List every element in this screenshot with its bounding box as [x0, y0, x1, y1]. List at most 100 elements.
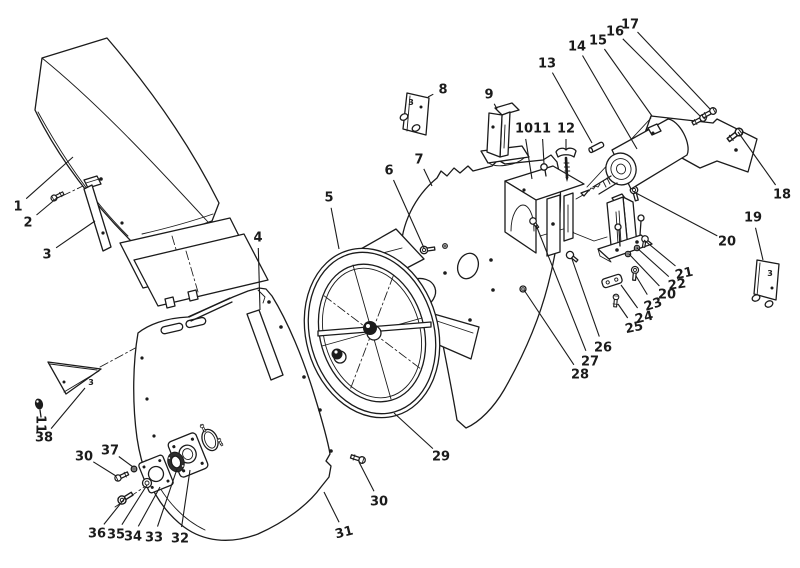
callout-label-25-25: 25	[624, 319, 645, 337]
callout-leader-21-20	[643, 239, 676, 267]
callout-leader-28-28	[523, 289, 575, 366]
callout-label-6-5: 6	[384, 164, 393, 179]
callout-leader-2-1	[36, 196, 59, 216]
callout-label-24-24: 24	[634, 309, 655, 328]
callout-label-30-31: 30	[370, 495, 388, 510]
gasket-oval	[199, 423, 225, 452]
callout-leader-14-13	[582, 55, 638, 150]
callout-label-5-4: 5	[324, 191, 333, 206]
callout-label-29-29: 29	[432, 450, 450, 465]
callout-leader-10-9	[525, 138, 533, 180]
washer-37	[130, 465, 138, 473]
part-stamp-0: 3	[408, 98, 414, 107]
callout-label-38-39: 38	[35, 431, 53, 446]
callout-label-20-22: 20	[658, 288, 676, 303]
callout-label-20-19: 20	[718, 235, 736, 250]
callout-label-30-30: 30	[75, 450, 93, 465]
starter-motor	[575, 118, 689, 200]
deflector-flap-lower	[133, 233, 269, 309]
impeller-hub	[331, 321, 382, 364]
callout-label-7-6: 7	[414, 153, 423, 168]
nut-35	[141, 477, 153, 489]
callout-leader-16-15	[622, 38, 701, 117]
chute-rod-3	[83, 184, 112, 252]
callout-leader-24-24	[620, 284, 639, 309]
callout-leader-5-4	[330, 207, 340, 250]
callout-leader-13-12	[551, 72, 593, 144]
callout-label-23-23: 23	[642, 295, 664, 315]
callout-leader-3-2	[55, 220, 96, 249]
callout-label-31-32: 31	[334, 524, 355, 543]
mount-knob-38	[34, 398, 44, 418]
callout-label-16-15: 16	[606, 25, 624, 40]
callout-label-37-38: 37	[101, 444, 119, 459]
support-bracket	[597, 193, 653, 263]
discharge-chute	[34, 37, 220, 252]
callout-leader-38-39	[50, 387, 86, 429]
callout-label-36-37: 36	[88, 527, 106, 542]
callout-leader-32-33	[181, 469, 191, 528]
mount-bracket-10	[504, 165, 585, 257]
callout-label-19-18: 19	[744, 211, 762, 226]
callout-label-18-17: 18	[773, 188, 791, 203]
bracket-19	[751, 259, 780, 308]
clevis-pin-13	[588, 141, 605, 154]
t-knob-12	[555, 147, 577, 182]
bearing-flange-assembly	[113, 423, 225, 507]
callout-label-3-2: 3	[42, 248, 51, 263]
callout-leader-7-6	[423, 168, 433, 187]
callout-leader-27-27	[535, 224, 587, 352]
callout-leader-34-35	[137, 486, 161, 527]
callout-leader-1-0	[25, 156, 74, 200]
callout-label-8-7: 8	[438, 83, 447, 98]
callout-leader-15-14	[603, 48, 653, 117]
callout-label-32-33: 32	[171, 532, 189, 547]
callout-label-34-35: 34	[124, 530, 142, 545]
callout-label-15-14: 15	[589, 34, 607, 49]
part-stamp-1: 3	[767, 269, 773, 278]
callout-label-11-10: 11	[533, 122, 551, 137]
callout-leader-11-10	[542, 138, 545, 165]
callout-leader-20-22	[628, 253, 660, 287]
callout-label-2-1: 2	[23, 216, 32, 231]
callout-label-17-16: 17	[621, 18, 639, 33]
callout-leader-8-7	[427, 93, 434, 98]
callout-leader-4-3	[257, 247, 261, 311]
callout-label-4-3: 4	[253, 231, 262, 246]
callout-label-21-20: 21	[674, 265, 695, 283]
part-stamp-2: 3	[88, 378, 94, 387]
chute-hinge-bracket	[83, 175, 103, 189]
callout-leader-37-38	[118, 456, 134, 468]
callout-leader-36-37	[103, 497, 126, 525]
callout-leader-35-36	[121, 484, 148, 525]
callout-label-26-26: 26	[594, 341, 612, 356]
callout-leader-17-16	[637, 31, 711, 110]
callout-label-27-27: 27	[581, 355, 599, 370]
bearing-33	[167, 451, 185, 473]
callout-leader-33-34	[156, 468, 178, 527]
callout-label-1-0: 1	[13, 200, 22, 215]
callout-leader-23-23	[635, 275, 648, 295]
callout-label-14-13: 14	[568, 40, 586, 55]
callout-label-11-40: 11	[33, 415, 48, 433]
callout-leader-31-32	[323, 491, 340, 523]
callout-leader-29-29	[393, 412, 434, 450]
callout-label-35-36: 35	[107, 528, 125, 543]
triangle-plate-38	[47, 361, 102, 395]
callout-label-22-21: 22	[667, 276, 687, 293]
callout-label-28-28: 28	[571, 368, 589, 383]
bracket-8	[399, 92, 430, 136]
callout-leader-20-19	[633, 191, 718, 237]
callout-leader-22-21	[636, 247, 670, 278]
callout-label-9-8: 9	[484, 88, 493, 103]
callout-leader-25-25	[617, 303, 629, 319]
callout-leader-19-18	[754, 227, 764, 261]
decal-strip-4	[246, 309, 284, 381]
callout-leader-18-17	[737, 131, 777, 186]
callout-label-33-34: 33	[145, 531, 163, 546]
callout-leader-26-26	[571, 258, 600, 337]
callout-label-13-12: 13	[538, 57, 556, 72]
